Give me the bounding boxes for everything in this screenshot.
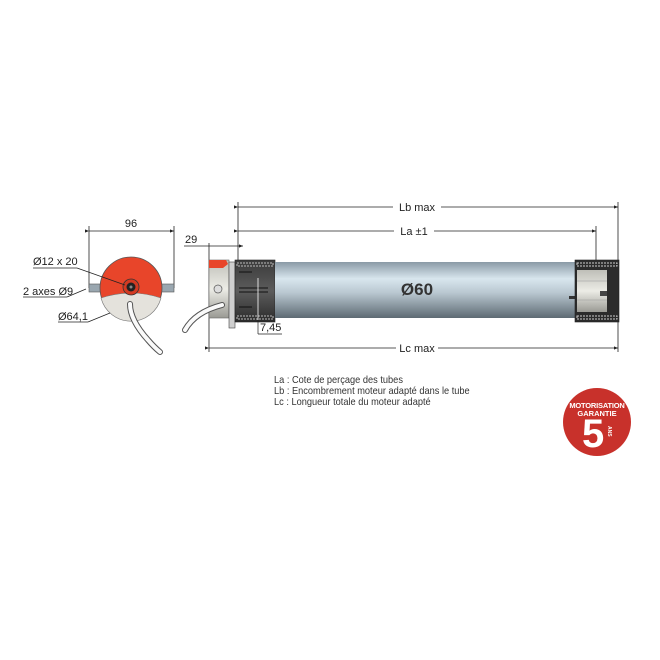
crown-label: 7,45 [260,322,281,334]
side-view: 96 Ø12 x 20 2 axes Ø9 Ø64,1 [23,218,175,355]
width-label: 96 [125,218,137,230]
badge-number: 5 [582,412,605,456]
motor-tube [275,262,575,318]
legend-item-lc: Lc : Longueur totale du moteur adapté [274,396,431,408]
head-offset-label: 29 [185,234,197,246]
badge-line1: MOTORISATION [569,401,625,410]
tube-diameter-label: Ø60 [401,280,433,299]
axes-label: 2 axes Ø9 [23,286,73,298]
motor-crown [234,259,276,323]
red-tab [209,260,228,268]
legend-item-la: La : Cote de perçage des tubes [274,374,403,386]
warranty-badge: MOTORISATION GARANTIE 5 ANS [563,388,631,456]
legend-item-lb: Lb : Encombrement moteur adapté dans le … [274,385,470,397]
badge-line2: GARANTIE [577,409,617,418]
shaft-label: Ø12 x 20 [33,256,78,268]
badge-unit: ANS [606,426,612,437]
la-label: La ±1 [400,226,427,238]
lc-label: Lc max [399,343,435,355]
legend: La : Cote de perçage des tubes Lb : Enco… [274,375,470,408]
lb-label: Lb max [399,202,436,214]
diameter-label: Ø64,1 [58,311,88,323]
front-view: Lb max La ±1 29 Lc max 7,45 [182,199,620,355]
